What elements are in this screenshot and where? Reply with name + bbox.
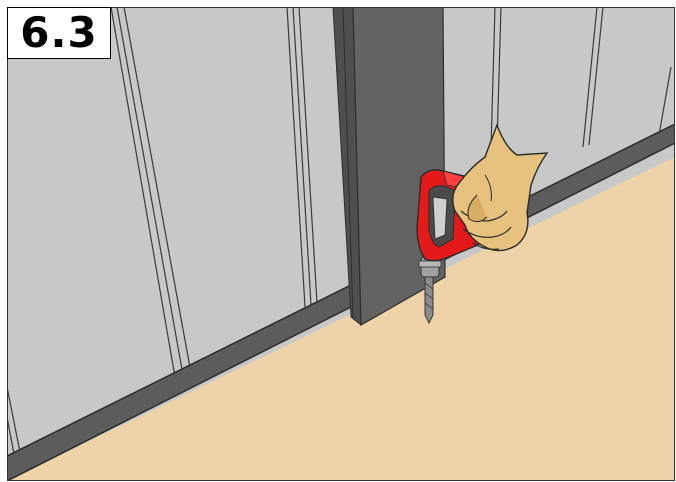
drill-bit-icon [425, 275, 433, 323]
scene-illustration [7, 7, 675, 481]
step-number-badge: 6.3 [7, 7, 111, 59]
illustration-frame [7, 7, 675, 481]
